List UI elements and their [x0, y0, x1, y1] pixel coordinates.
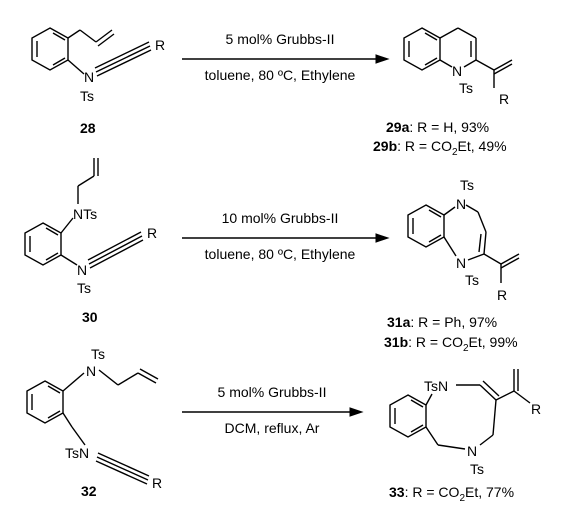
compound-label-28: 28 [80, 120, 96, 136]
product-id-33: 33 [389, 484, 405, 500]
compound-29: N Ts R [403, 27, 513, 107]
tsn-group: TsN [65, 445, 89, 461]
conditions-bottom-1: toluene, 80 ºC, Ethylene [205, 67, 356, 83]
nitrogen-atom: N [452, 63, 462, 79]
product-line-29a: 29a: R = H, 93% [386, 119, 489, 135]
product-text-29a: : R = H, 93% [409, 119, 489, 135]
product-id-29b: 29b [373, 138, 397, 154]
compound-31: Ts N N Ts R [407, 177, 520, 303]
compound-28: N Ts R [31, 27, 165, 104]
nitrogen-atom: N [77, 262, 87, 278]
product-text-31b-post: Et, 99% [469, 334, 518, 350]
tosyl-group: Ts [91, 346, 105, 362]
nts-group: NTs [73, 206, 97, 222]
reaction-arrow-2 [182, 233, 390, 243]
product-text-33-post: Et, 77% [465, 484, 514, 500]
nitrogen-atom: N [86, 363, 96, 379]
tosyl-group: Ts [470, 461, 484, 477]
tosyl-group: Ts [460, 177, 474, 193]
product-line-31b: 31b: R = CO2Et, 99% [384, 334, 518, 354]
r-group: R [147, 225, 157, 241]
nitrogen-atom: N [456, 255, 466, 271]
product-id-31b: 31b [384, 334, 408, 350]
nitrogen-atom: N [84, 69, 94, 85]
product-line-29b: 29b: R = CO2Et, 49% [373, 138, 507, 158]
r-group: R [499, 91, 509, 107]
product-id-31a: 31a [387, 314, 411, 330]
tosyl-group: Ts [459, 80, 473, 96]
r-group: R [155, 37, 165, 53]
compound-label-30: 30 [82, 309, 98, 325]
product-text-31b-sub: 2 [463, 343, 469, 354]
compound-label-32: 32 [81, 483, 97, 499]
r-group: R [497, 287, 507, 303]
reaction-arrow-3 [182, 407, 364, 417]
conditions-bottom-3: DCM, reflux, Ar [225, 420, 320, 436]
product-text-33-sub: 2 [459, 493, 465, 504]
product-text-33-pre: : R = CO [405, 484, 460, 500]
product-text-31b-pre: : R = CO [408, 334, 463, 350]
conditions-top-3: 5 mol% Grubbs-II [218, 384, 327, 400]
r-group: R [152, 475, 162, 491]
compound-32: Ts N TsN R [26, 346, 162, 491]
product-id-29a: 29a [386, 119, 410, 135]
tsn-group: TsN [424, 378, 448, 394]
tosyl-group: Ts [465, 272, 479, 288]
tosyl-group: Ts [80, 88, 94, 104]
product-text-29b-sub: 2 [452, 147, 458, 158]
conditions-top-1: 5 mol% Grubbs-II [226, 31, 335, 47]
reaction-arrow-1 [182, 54, 390, 64]
product-text-31a: : R = Ph, 97% [410, 314, 497, 330]
nitrogen-atom: N [456, 196, 466, 212]
conditions-bottom-2: toluene, 80 ºC, Ethylene [205, 246, 356, 262]
tosyl-group: Ts [77, 280, 91, 296]
compound-30: NTs N Ts R [24, 158, 157, 296]
conditions-top-2: 10 mol% Grubbs-II [222, 210, 339, 226]
product-text-29b-pre: : R = CO [397, 138, 452, 154]
compound-33: TsN N Ts R [389, 369, 541, 477]
product-line-33: 33: R = CO2Et, 77% [389, 484, 514, 504]
product-text-29b-post: Et, 49% [458, 138, 507, 154]
nitrogen-atom: N [467, 443, 477, 459]
product-line-31a: 31a: R = Ph, 97% [387, 314, 497, 330]
r-group: R [531, 401, 541, 417]
